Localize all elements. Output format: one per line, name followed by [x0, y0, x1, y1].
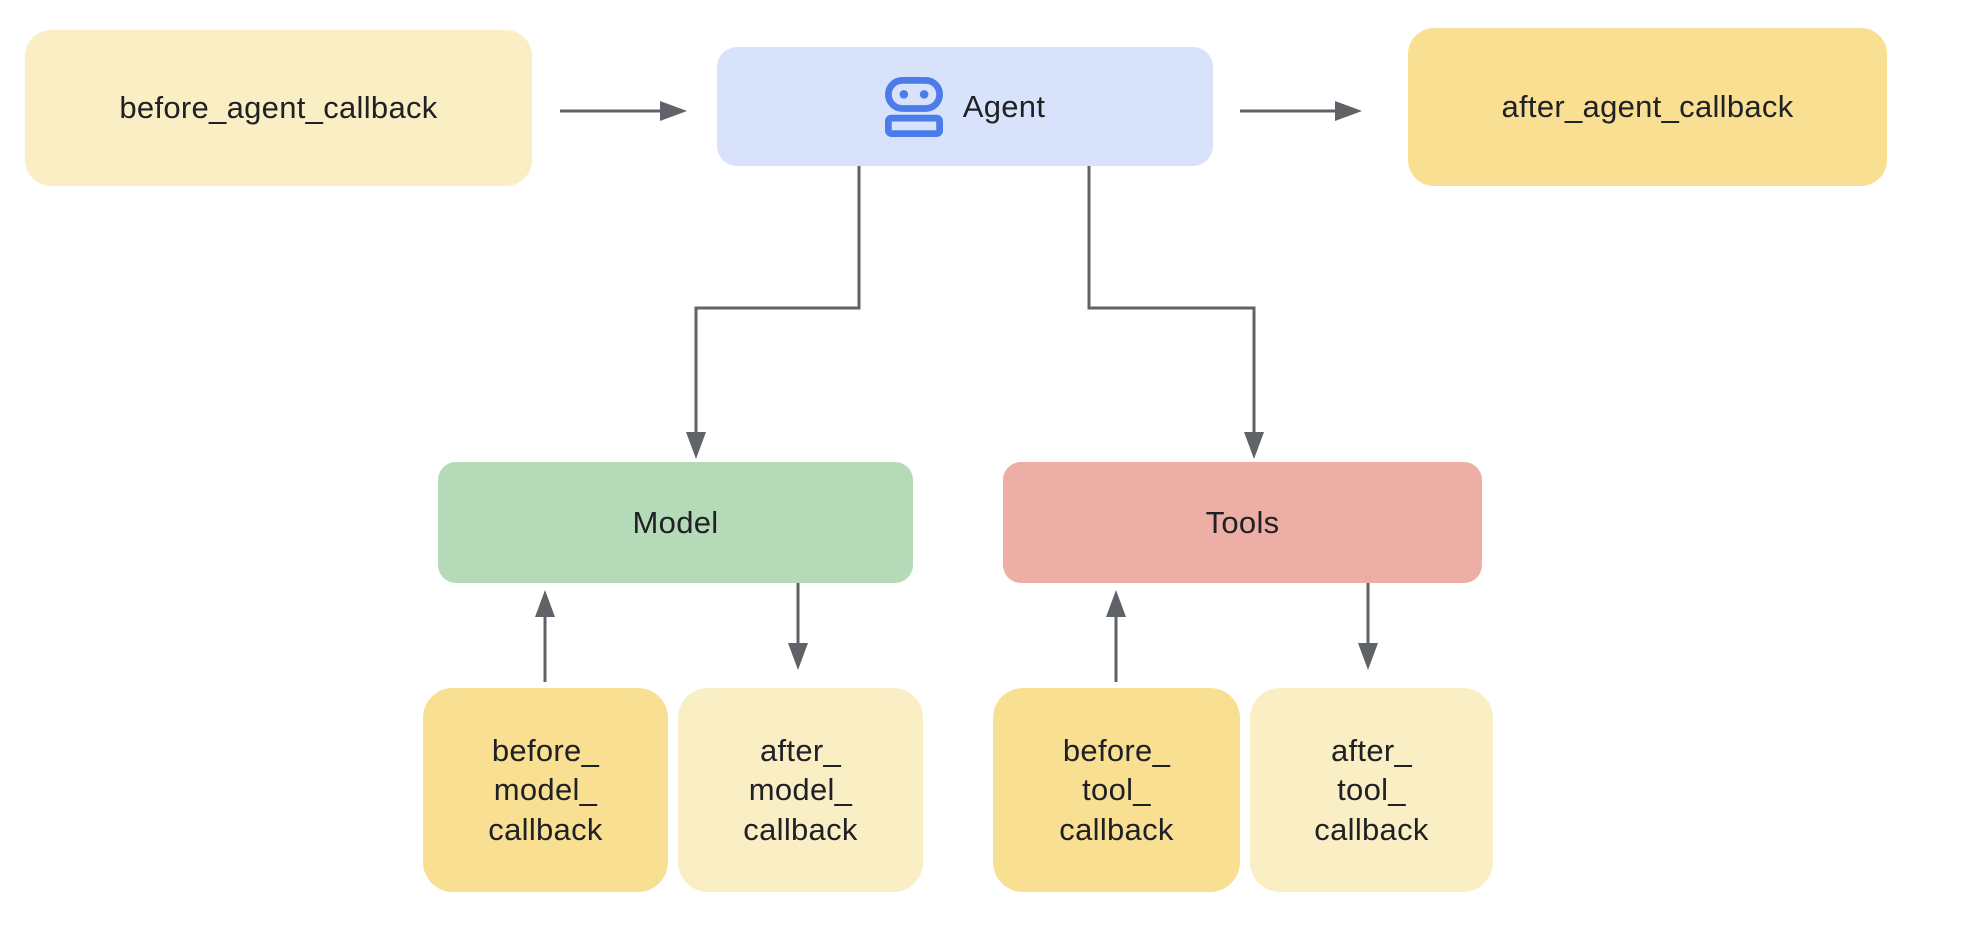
node-model: Model: [438, 462, 913, 583]
node-label-before-model-callback: before_ model_ callback: [488, 733, 603, 847]
edge-model-to-after-model: [788, 583, 808, 670]
edge-before-agent-to-agent: [560, 101, 687, 121]
arrowhead-icon: [1358, 643, 1378, 670]
node-before-model-callback: before_ model_ callback: [423, 688, 668, 892]
node-label-tools: Tools: [1205, 504, 1280, 540]
edge-line-agent-to-model: [694, 166, 861, 432]
arrowhead-icon: [660, 101, 687, 121]
edge-before-model-to-model: [535, 590, 555, 682]
node-agent: Agent: [717, 47, 1213, 166]
node-label-after-model-callback: after_ model_ callback: [743, 733, 858, 847]
arrowhead-icon: [1106, 590, 1126, 617]
arrowhead-icon: [1244, 432, 1264, 459]
node-label-agent: Agent: [962, 88, 1046, 124]
node-after-agent-callback: after_agent_callback: [1408, 28, 1887, 186]
arrowhead-icon: [1335, 101, 1362, 121]
edge-tools-to-after-tool: [1358, 583, 1378, 670]
edge-agent-to-after-agent: [1240, 101, 1362, 121]
node-label-model: Model: [632, 504, 719, 540]
node-after-model-callback: after_ model_ callback: [678, 688, 923, 892]
robot-icon: [884, 76, 943, 137]
node-before-agent-callback: before_agent_callback: [25, 30, 532, 186]
node-after-tool-callback: after_ tool_ callback: [1250, 688, 1493, 892]
node-label-after-agent-callback: after_agent_callback: [1501, 89, 1794, 125]
node-label-after-tool-callback: after_ tool_ callback: [1314, 733, 1429, 847]
edge-before-tool-to-tools: [1106, 590, 1126, 682]
arrowhead-icon: [686, 432, 706, 459]
node-label-before-tool-callback: before_ tool_ callback: [1059, 733, 1174, 847]
edge-agent-to-tools: [1087, 166, 1264, 459]
node-label-before-agent-callback: before_agent_callback: [119, 90, 438, 126]
arrowhead-icon: [535, 590, 555, 617]
edge-line-agent-to-tools: [1087, 166, 1256, 432]
edge-agent-to-model: [686, 166, 861, 459]
node-tools: Tools: [1003, 462, 1482, 583]
node-before-tool-callback: before_ tool_ callback: [993, 688, 1240, 892]
arrowhead-icon: [788, 643, 808, 670]
